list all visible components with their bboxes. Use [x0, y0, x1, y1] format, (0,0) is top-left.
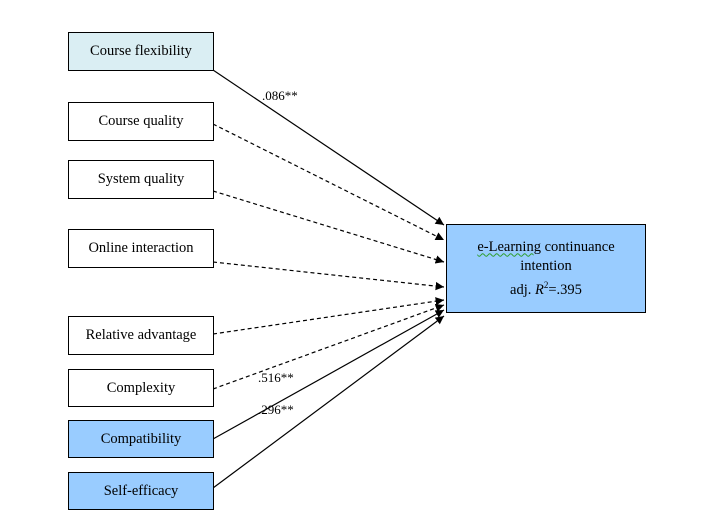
- r2-symbol: R: [535, 281, 544, 298]
- outcome-text: continuance: [540, 238, 615, 255]
- node-outcome-elearning-continuance-intention: e-Learning continuance intention adj. R2…: [446, 224, 646, 313]
- node-course-quality: Course quality: [68, 102, 214, 141]
- coefficient-compatibility: .516**: [258, 370, 294, 385]
- node-label: Course flexibility: [90, 43, 192, 59]
- edge-compatibility: [212, 309, 445, 440]
- node-relative-advantage: Relative advantage: [68, 316, 214, 355]
- r2-prefix: adj.: [510, 281, 536, 298]
- node-system-quality: System quality: [68, 160, 214, 199]
- edge-system-quality: [212, 190, 445, 264]
- r2-value: =.395: [548, 281, 582, 298]
- edge-relative-advantage: [212, 297, 445, 335]
- node-label: Relative advantage: [85, 327, 197, 343]
- node-label: Self-efficacy: [103, 482, 179, 499]
- spellcheck-word: e-Learning: [477, 238, 541, 255]
- node-label: Complexity: [106, 379, 176, 396]
- node-complexity: Complexity: [68, 369, 214, 407]
- node-compatibility: Compatibility: [68, 420, 214, 458]
- node-label: Compatibility: [100, 430, 182, 447]
- coefficient-self-efficacy: .296**: [258, 402, 294, 417]
- coefficient-course-flexibility: .086**: [262, 88, 298, 103]
- outcome-r2: adj. R2=.395: [510, 276, 582, 300]
- outcome-line-1: e-Learning continuance: [477, 238, 614, 257]
- node-label: Online interaction: [88, 240, 194, 256]
- edge-course-quality: [212, 123, 445, 241]
- node-label: System quality: [97, 171, 185, 187]
- r2-superscript: 2: [543, 279, 549, 290]
- outcome-line-2: intention: [520, 257, 572, 274]
- edge-complexity: [212, 303, 445, 390]
- node-course-flexibility: Course flexibility: [68, 32, 214, 71]
- edge-course-flexibility: [212, 69, 445, 226]
- node-self-efficacy: Self-efficacy: [68, 472, 214, 510]
- node-label: Course quality: [98, 113, 184, 129]
- node-online-interaction: Online interaction: [68, 229, 214, 268]
- edge-self-efficacy: [212, 315, 445, 489]
- edge-online-interaction: [212, 261, 445, 291]
